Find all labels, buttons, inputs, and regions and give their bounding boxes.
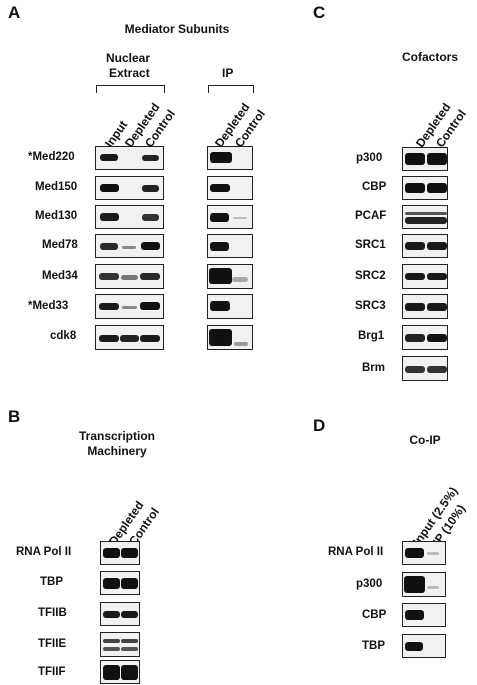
row-label-tfiib: TFIIB [38,607,67,619]
row-label-d-rna-pol-ii: RNA Pol II [328,546,384,558]
blot-b-tbp [100,571,140,595]
row-label-src2: SRC2 [355,270,386,282]
panel-c-letter: C [313,3,326,22]
blot-d-cbp [402,603,446,627]
blot-a-ne-med150 [95,176,164,200]
row-label-src3: SRC3 [355,300,386,312]
row-label-med220: *Med220 [28,151,75,163]
panel-b-title-line2: Machinery [87,444,147,458]
blot-a-ip-cdk8 [207,325,253,350]
ip-bracket [208,85,254,93]
row-label-d-tbp: TBP [362,640,385,652]
blot-c-src1 [402,234,448,258]
row-label-tfiif: TFIIF [38,666,66,678]
blot-a-ne-med78 [95,234,164,258]
panel-b-title-line1: Transcription [78,429,155,443]
blot-a-ne-med130 [95,205,164,229]
row-label-d-p300: p300 [356,578,383,590]
blot-a-ip-med78 [207,234,253,258]
row-label-cbp: CBP [362,181,387,193]
row-label-tfiie: TFIIE [38,638,67,650]
panel-a-letter: A [8,3,21,22]
row-label-brg1: Brg1 [358,330,385,342]
blot-a-ne-med220 [95,146,164,170]
row-label-tbp: TBP [40,576,63,588]
panel-d-letter: D [313,416,326,435]
blot-a-ip-med33 [207,294,253,319]
blot-a-ip-med150 [207,176,253,200]
blot-d-rna-pol-ii [402,541,446,565]
blot-b-tfiib [100,602,140,626]
blot-a-ne-med34 [95,264,164,289]
blot-a-ip-med34 [207,264,253,289]
nuclear-extract-bracket [96,85,165,93]
row-label-med33: *Med33 [28,300,69,312]
row-label-med34: Med34 [42,270,78,282]
blot-d-p300 [402,572,446,597]
blot-c-brm [402,356,448,381]
row-label-cdk8: cdk8 [50,330,77,342]
row-label-rna-pol-ii: RNA Pol II [16,546,72,558]
blot-b-tfiie [100,632,140,657]
panel-b-letter: B [8,407,21,426]
row-label-med130: Med130 [35,210,78,222]
row-label-med150: Med150 [35,181,78,193]
row-label-pcaf: PCAF [355,210,387,222]
blot-d-tbp [402,634,446,658]
blot-c-cbp [402,176,448,200]
blot-b-tfiif [100,660,140,684]
blot-c-src2 [402,264,448,289]
ip-label: IP [222,66,234,80]
panel-a-title: Mediator Subunits [124,22,230,36]
blot-a-ne-cdk8 [95,325,164,350]
row-label-src1: SRC1 [355,239,386,251]
blot-a-ip-med220 [207,146,253,170]
blot-c-brg1 [402,325,448,350]
blot-c-src3 [402,294,448,319]
nuclear-extract-label-line2: Extract [109,66,150,80]
blot-b-rna-pol-ii [100,541,140,565]
panel-d-title: Co-IP [409,433,441,447]
blot-a-ip-med130 [207,205,253,229]
blot-c-p300 [402,147,448,171]
panel-c-title: Cofactors [401,50,458,64]
row-label-med78: Med78 [42,239,78,251]
row-label-d-cbp: CBP [362,609,387,621]
row-label-brm: Brm [362,362,386,374]
blot-c-pcaf [402,205,448,229]
row-label-p300: p300 [356,152,383,164]
nuclear-extract-label-line1: Nuclear [106,51,151,65]
blot-a-ne-med33 [95,294,164,319]
